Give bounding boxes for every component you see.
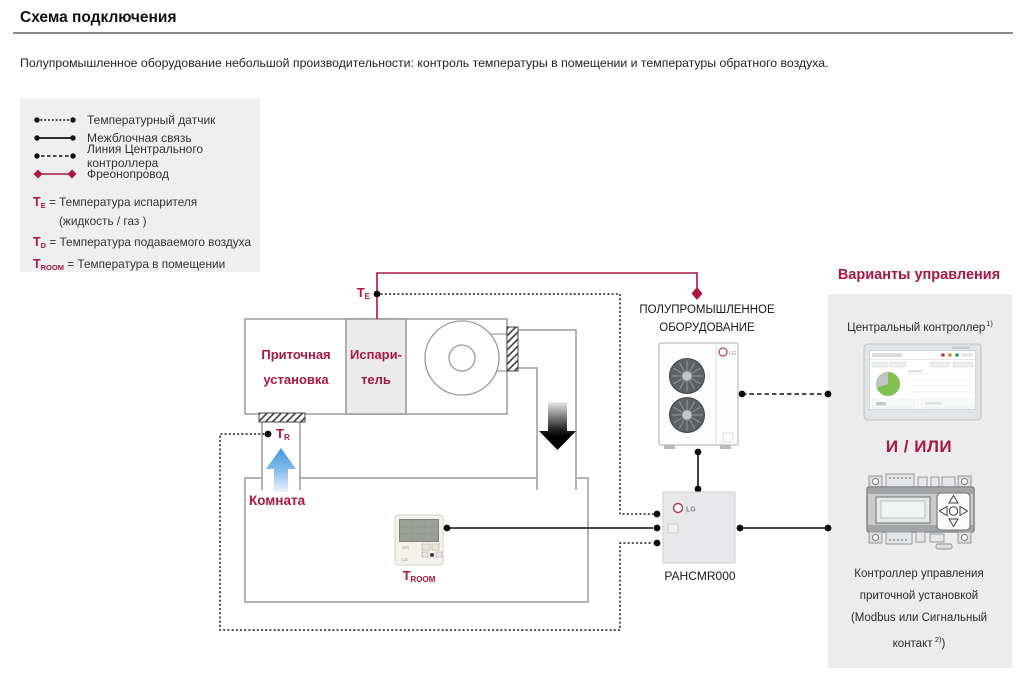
return-air-arrow-icon	[266, 448, 296, 492]
lg-logo-text: LG	[402, 557, 409, 562]
control-options-title: Варианты управления	[837, 267, 1001, 283]
box-button	[667, 523, 679, 534]
freon-line-icon	[33, 169, 77, 179]
outdoor-fan-top-icon	[669, 358, 705, 394]
te-sensor-line	[376, 293, 654, 515]
legend-item-interunit: Межблочная связь	[33, 129, 260, 147]
din-keypad	[936, 492, 971, 531]
dotted-line-icon	[34, 117, 76, 123]
touchscreen-controller-image	[863, 343, 982, 421]
legend-item-temp-sensor: Температурный датчик	[33, 111, 260, 129]
arrow-down-icon	[948, 518, 959, 528]
arrow-right-icon	[959, 505, 969, 517]
lg-logo-icon	[672, 502, 684, 514]
legend-box: Температурный датчик Межблочная связь Ли…	[20, 98, 260, 272]
tr-sensor-line	[219, 433, 654, 631]
tr-sensor-label: TR	[276, 426, 290, 442]
remote-controller-image: LG	[394, 514, 444, 566]
flexible-connector-outlet	[506, 326, 519, 372]
title-divider	[13, 32, 1013, 34]
evaporator-label: Испари-тель	[350, 347, 402, 387]
ahu-box	[244, 318, 519, 423]
lg-logo-icon	[718, 347, 728, 357]
outdoor-fan-bottom-icon	[669, 397, 705, 433]
dashed-line-icon	[34, 153, 76, 159]
fan-hub-icon	[448, 344, 476, 372]
legend-label: Межблочная связь	[87, 131, 192, 145]
legend-label: Линия Центрального контроллера	[87, 142, 204, 170]
outdoor-unit-label: ПОЛУПРОМЫШЛЕННОЕ ОБОРУДОВАНИЕ	[639, 304, 775, 334]
lg-logo-text: LG	[729, 351, 736, 357]
arrow-up-icon	[948, 494, 959, 504]
legend-definitions: TE = Температура испарителя (жидкость / …	[33, 195, 260, 272]
solid-line-icon	[34, 135, 76, 141]
central-controller-label: Центральный контроллер 1)	[847, 319, 993, 334]
and-or-label: И / ИЛИ	[885, 437, 953, 456]
legend-label: Фреонопровод	[87, 167, 169, 181]
definition-te-line2: (жидкость / газ )	[59, 214, 147, 228]
din-controller-caption: Контроллер управления приточной установк…	[850, 568, 988, 650]
ducts-and-room	[244, 329, 589, 603]
supply-duct	[518, 329, 577, 490]
room-box	[244, 477, 589, 603]
definition-troom: TROOM = Температура в помещении	[33, 257, 226, 272]
room-label: Комната	[249, 493, 306, 508]
definition-td: TD = Температура подаваемого воздуха	[33, 235, 252, 250]
troom-sensor-label: TROOM	[402, 568, 436, 584]
connection-dots	[264, 290, 832, 547]
arrow-left-icon	[938, 505, 948, 517]
din-controller-image	[866, 473, 975, 550]
evaporator-section	[345, 318, 407, 415]
legend-item-central-controller: Линия Центрального контроллера	[33, 142, 260, 170]
legend-label: Температурный датчик	[87, 113, 216, 127]
ok-button-icon	[948, 506, 959, 516]
freon-diamond-icon	[691, 287, 703, 300]
te-sensor-label: TE	[356, 285, 370, 301]
legend-item-freon: Фреонопровод	[33, 165, 260, 183]
page-subtitle: Полупромышленное оборудование небольшой …	[20, 56, 829, 70]
flexible-connector-return	[258, 412, 306, 423]
definition-te: TE = Температура испарителя	[33, 195, 198, 210]
pahcmr-model-label: PAHCMR000	[664, 569, 736, 583]
supply-air-arrow-icon	[539, 402, 576, 450]
page-title: Схема подключения	[20, 9, 177, 26]
lg-logo-text: LG	[686, 507, 696, 514]
pahcmr-box-image: LG	[662, 491, 736, 564]
outdoor-unit-image: LG	[658, 342, 739, 449]
remote-screen	[399, 519, 439, 542]
